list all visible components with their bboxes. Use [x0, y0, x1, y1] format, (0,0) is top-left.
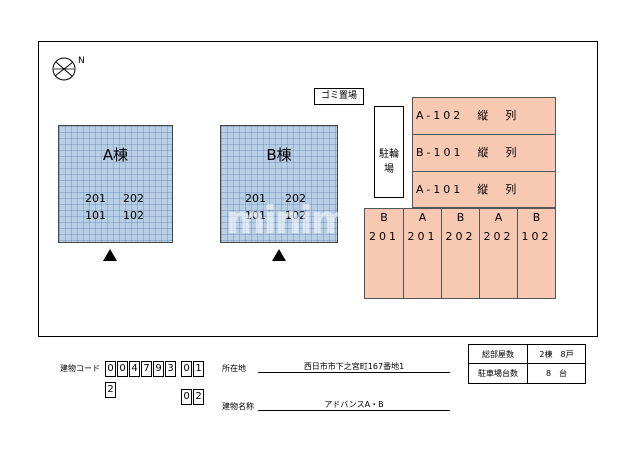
parking-label: 駐車場台数: [469, 364, 528, 383]
parking-space: B 202: [442, 209, 480, 298]
room-101: 101: [85, 209, 106, 222]
address-label: 所在地: [222, 364, 246, 373]
code-digit: 2: [105, 382, 116, 398]
room-202: 202: [285, 192, 306, 205]
code-digit: 0: [181, 361, 192, 377]
parking-space-room: 201: [369, 230, 399, 243]
code-digit: 2: [193, 389, 204, 405]
parking-space-building: A: [494, 211, 503, 224]
compass-letter: N: [78, 56, 85, 66]
parking-rows: A-102 縦 列 B-101 縦 列 A-101 縦 列: [412, 97, 556, 208]
parking-row: A-102 縦 列: [413, 98, 555, 135]
parking-row: A-101 縦 列: [416, 183, 520, 196]
entrance-arrow-icon: [272, 249, 286, 261]
code-digit: 0: [117, 361, 128, 377]
room-202: 202: [123, 192, 144, 205]
parking-space: B 201: [365, 209, 404, 298]
compass-icon: N: [52, 56, 85, 81]
building-name-value: アドバンスA・B: [258, 399, 450, 411]
building-a: A棟 201 202 101 102: [58, 125, 173, 243]
room-102: 102: [285, 209, 306, 222]
parking-space-room: 102: [521, 230, 552, 243]
code-digit: 4: [129, 361, 140, 377]
parking-space: A 201: [404, 209, 442, 298]
room-101: 101: [245, 209, 266, 222]
code-digit: 3: [165, 361, 176, 377]
parking-space: B 102: [518, 209, 555, 298]
units-label: 総部屋数: [469, 345, 528, 364]
parking-row: B-101 縦 列: [413, 135, 555, 172]
code-label: 建物コード: [60, 364, 100, 373]
summary-table: 総部屋数 2棟 8戸 駐車場台数 8 台: [468, 344, 586, 384]
address-value: 西日市市下之宮町167番地1: [258, 361, 450, 373]
parking-space: A 202: [480, 209, 518, 298]
parking-space-room: 201: [407, 230, 438, 243]
room-201: 201: [85, 192, 106, 205]
code-digit: 0: [181, 389, 192, 405]
building-b: B棟 201 202 101 102: [220, 125, 338, 243]
units-value: 2棟 8戸: [528, 345, 585, 364]
entrance-arrow-icon: [103, 249, 117, 261]
code-digit: 0: [105, 361, 116, 377]
parking-space-building: A: [418, 211, 427, 224]
code-digit: 7: [141, 361, 152, 377]
building-name-label: 建物名称: [222, 402, 254, 411]
room-201: 201: [245, 192, 266, 205]
parking-space-building: B: [532, 211, 541, 224]
parking-space-building: B: [380, 211, 388, 224]
code-digit: 1: [193, 361, 204, 377]
building-b-name: B棟: [266, 146, 292, 164]
parking-columns: B 201 A 201 B 202 A 202 B 102: [364, 208, 556, 299]
site-plan: [38, 41, 598, 337]
parking-space-room: 202: [445, 230, 476, 243]
bicycle-parking: 駐輪場: [374, 106, 404, 198]
code-digit: 9: [153, 361, 164, 377]
parking-value: 8 台: [545, 369, 568, 378]
garbage-station: ゴミ置場: [314, 88, 364, 105]
room-102: 102: [123, 209, 144, 222]
building-a-name: A棟: [102, 146, 129, 164]
parking-space-room: 202: [483, 230, 514, 243]
parking-space-building: B: [456, 211, 465, 224]
